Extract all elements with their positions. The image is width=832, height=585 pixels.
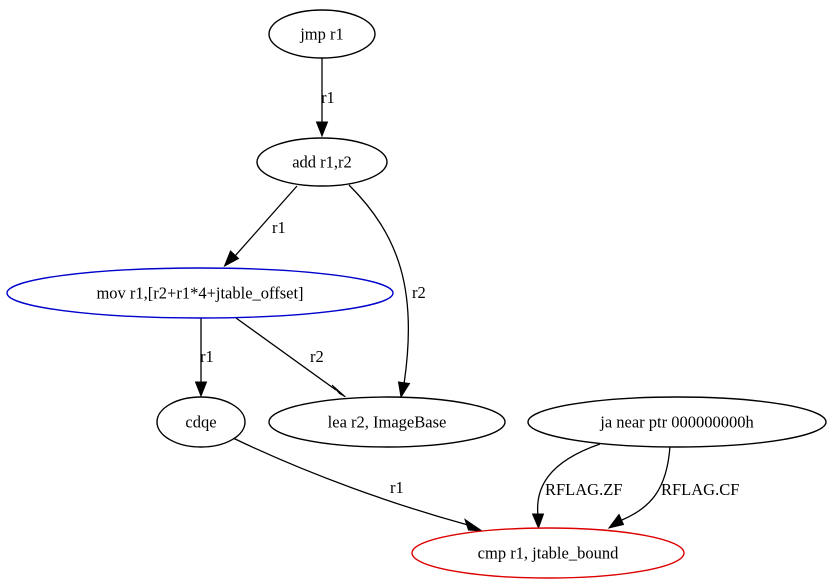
node-cdqe-shape: [156, 396, 246, 448]
node-cmp[interactable]: cmp r1, jtable_bound: [411, 527, 685, 579]
edge-add-to-mov: r1: [223, 185, 298, 268]
edge-add-to-lea: r2: [348, 184, 426, 399]
arrowhead: [464, 518, 484, 532]
edge-label-mov-lea: r2: [310, 347, 324, 366]
edge-label-mov-cdqe: r1: [200, 347, 214, 366]
arrowhead: [331, 384, 346, 398]
edge-line: [232, 437, 469, 526]
edge-label-add-lea: r2: [412, 283, 426, 302]
node-cdqe-label: cdqe: [185, 413, 216, 432]
node-jmp-label: jmp r1: [299, 25, 344, 44]
edge-label-add-mov: r1: [272, 218, 286, 237]
edge-label-ja-cmp-cf: RFLAG.CF: [661, 480, 739, 499]
edge-mov-to-lea: r2: [235, 317, 346, 398]
edge-line: [235, 317, 337, 391]
arrowhead: [194, 381, 208, 398]
edge-mov-to-cdqe: r1: [194, 318, 214, 398]
node-ja[interactable]: ja near ptr 000000000h: [527, 396, 827, 448]
node-cmp-shape: [411, 527, 685, 579]
edge-line: [621, 445, 671, 521]
node-cdqe[interactable]: cdqe: [156, 396, 246, 448]
node-jmp[interactable]: jmp r1: [268, 9, 376, 59]
edge-line: [234, 185, 298, 257]
node-cmp-label: cmp r1, jtable_bound: [478, 544, 619, 563]
node-add[interactable]: add r1,r2: [256, 137, 388, 187]
edge-jmp-to-add: r1: [315, 58, 335, 138]
node-add-shape: [256, 137, 388, 187]
node-mov-shape: [6, 267, 394, 319]
arrowhead: [223, 250, 240, 268]
arrowhead: [397, 381, 411, 399]
edge-cdqe-to-cmp: r1: [232, 437, 484, 532]
arrowhead: [607, 513, 625, 529]
node-ja-label: ja near ptr 000000000h: [599, 413, 754, 432]
node-mov-label: mov r1,[r2+r1*4+jtable_offset]: [96, 284, 303, 303]
edge-ja-to-cmp-zf: RFLAG.ZF: [531, 443, 622, 530]
node-lea-shape: [268, 396, 506, 448]
edge-line: [348, 184, 410, 385]
node-mov[interactable]: mov r1,[r2+r1*4+jtable_offset]: [6, 267, 394, 319]
arrowhead: [315, 121, 329, 138]
node-lea[interactable]: lea r2, ImageBase: [268, 396, 506, 448]
arrowhead: [531, 513, 545, 530]
edge-label-jmp-add: r1: [321, 88, 335, 107]
node-ja-shape: [527, 396, 827, 448]
edge-label-ja-cmp-zf: RFLAG.ZF: [545, 480, 622, 499]
edge-line: [536, 443, 601, 517]
edge-label-cdqe-cmp: r1: [390, 478, 404, 497]
node-jmp-shape: [268, 9, 376, 59]
node-add-label: add r1,r2: [292, 153, 352, 172]
edge-ja-to-cmp-cf: RFLAG.CF: [607, 445, 739, 529]
node-lea-label: lea r2, ImageBase: [328, 413, 447, 432]
